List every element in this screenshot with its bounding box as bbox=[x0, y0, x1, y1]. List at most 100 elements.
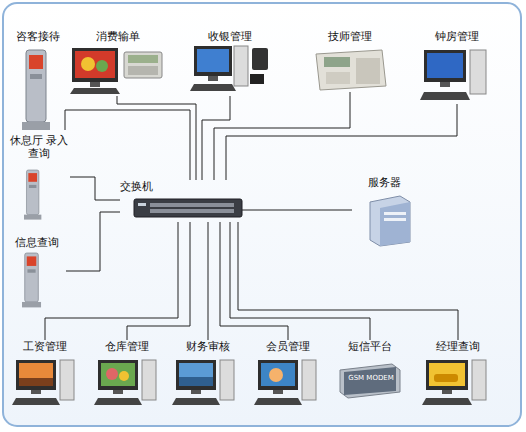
pc-icon-part bbox=[19, 378, 53, 386]
switch-icon-part bbox=[150, 203, 234, 207]
pc-icon-part bbox=[472, 360, 486, 400]
node-label: 工资管理 bbox=[10, 340, 80, 353]
kiosk-icon-part bbox=[27, 256, 37, 266]
kiosk-icon-part bbox=[26, 50, 46, 122]
kiosk-icon-part bbox=[28, 173, 37, 182]
kiosk-icon bbox=[24, 170, 41, 220]
technician-terminal-icon-part bbox=[326, 72, 350, 84]
device-marking: GSM MODEM bbox=[346, 374, 396, 382]
device-node: 技师管理 bbox=[310, 30, 390, 92]
switch-icon-part bbox=[150, 209, 234, 213]
pc-icon-part bbox=[176, 360, 216, 390]
order-terminal-icon-part bbox=[90, 82, 100, 87]
pc-icon-part bbox=[119, 371, 129, 381]
node-label: 交换机 bbox=[120, 180, 242, 193]
node-label: 会员管理 bbox=[252, 340, 324, 353]
order-terminal-icon-part bbox=[96, 60, 108, 72]
pc-icon-part bbox=[420, 92, 470, 100]
server-icon-part bbox=[370, 196, 410, 246]
pc-icon bbox=[12, 360, 74, 405]
pc-icon-part bbox=[31, 390, 41, 394]
node-label: 收银管理 bbox=[188, 30, 272, 43]
pc-icon-part bbox=[269, 368, 283, 382]
kiosk-icon-part bbox=[25, 253, 39, 302]
switch-icon-part bbox=[138, 203, 146, 206]
node-label: 技师管理 bbox=[310, 30, 390, 43]
node-label: 钟房管理 bbox=[418, 30, 496, 43]
outer-frame bbox=[3, 3, 521, 426]
pc-icon-part bbox=[424, 50, 466, 82]
network-cable bbox=[226, 104, 457, 180]
network-cable bbox=[65, 110, 190, 180]
switch-icon bbox=[134, 199, 242, 217]
pc-icon-part bbox=[106, 368, 118, 380]
node-label: 经理查询 bbox=[420, 340, 496, 353]
order-terminal-icon bbox=[70, 48, 162, 94]
pc-icon-part bbox=[302, 360, 316, 400]
network-cable bbox=[238, 222, 458, 340]
pc-icon bbox=[172, 360, 234, 405]
device-node: 休息厅 录入查询 bbox=[8, 134, 70, 222]
device-node: 经理查询 bbox=[420, 340, 496, 412]
kiosk-icon bbox=[22, 50, 50, 130]
order-terminal-icon-part bbox=[72, 48, 118, 82]
switch-icon-part bbox=[134, 199, 242, 217]
device-node: 仓库管理 bbox=[92, 340, 162, 412]
kiosk-icon-part bbox=[29, 185, 36, 188]
kiosk-icon-part bbox=[30, 74, 42, 79]
technician-terminal-icon-part bbox=[356, 58, 380, 84]
pc-icon-part bbox=[470, 50, 486, 94]
pc-icon-part bbox=[16, 360, 56, 390]
node-label: 服务器 bbox=[352, 176, 416, 189]
pc-icon bbox=[422, 360, 486, 405]
pc-icon-part bbox=[427, 53, 463, 78]
pc-icon-part bbox=[179, 363, 213, 386]
order-terminal-icon-part bbox=[70, 88, 120, 94]
kiosk-icon-part bbox=[26, 170, 38, 215]
cashier-pc-icon-part bbox=[250, 74, 264, 84]
pc-icon-part bbox=[12, 398, 60, 405]
node-label: 仓库管理 bbox=[92, 340, 162, 353]
pc-icon-part bbox=[19, 363, 53, 386]
modem-icon-part bbox=[340, 364, 400, 398]
pc-icon bbox=[94, 360, 156, 405]
pc-icon-part bbox=[273, 390, 283, 394]
pc-icon-part bbox=[422, 398, 472, 405]
pc-icon-part bbox=[179, 377, 213, 386]
technician-terminal-icon-part bbox=[324, 57, 350, 67]
device-node: 信息查询 bbox=[8, 236, 66, 308]
kiosk-icon bbox=[22, 253, 41, 307]
kiosk-icon-part bbox=[22, 302, 41, 307]
kiosk-icon-part bbox=[27, 269, 35, 272]
network-cable bbox=[230, 222, 370, 340]
device-node: 收银管理 bbox=[188, 30, 272, 96]
pc-icon-part bbox=[434, 374, 458, 382]
cashier-pc-icon bbox=[190, 46, 268, 91]
node-label: 短信平台 bbox=[334, 340, 406, 353]
pc-icon-part bbox=[98, 360, 138, 390]
pc-icon-part bbox=[142, 360, 156, 400]
kiosk-icon-part bbox=[29, 55, 43, 69]
cashier-pc-icon-part bbox=[197, 49, 229, 72]
order-terminal-icon-part bbox=[124, 52, 162, 78]
node-label: 休息厅 录入查询 bbox=[8, 134, 70, 160]
pc-icon-part bbox=[191, 390, 201, 394]
device-node: 咨客接待 bbox=[10, 30, 66, 130]
pc-icon-part bbox=[426, 360, 468, 390]
network-cable bbox=[70, 177, 120, 200]
network-cable bbox=[208, 222, 209, 340]
pc-icon-part bbox=[101, 363, 135, 386]
modem-icon-part bbox=[344, 367, 396, 395]
node-label: 信息查询 bbox=[8, 236, 66, 249]
node-label: 财务审核 bbox=[172, 340, 244, 353]
pc-icon bbox=[254, 360, 316, 405]
pc-icon-part bbox=[113, 390, 123, 394]
pc-icon-part bbox=[172, 398, 220, 405]
technician-terminal-icon bbox=[316, 50, 386, 90]
cashier-pc-icon-part bbox=[208, 76, 218, 81]
cashier-pc-icon-part bbox=[194, 46, 232, 76]
switch-node: 交换机 bbox=[120, 180, 242, 222]
kiosk-icon-part bbox=[22, 122, 50, 130]
cashier-pc-icon-part bbox=[252, 48, 268, 70]
